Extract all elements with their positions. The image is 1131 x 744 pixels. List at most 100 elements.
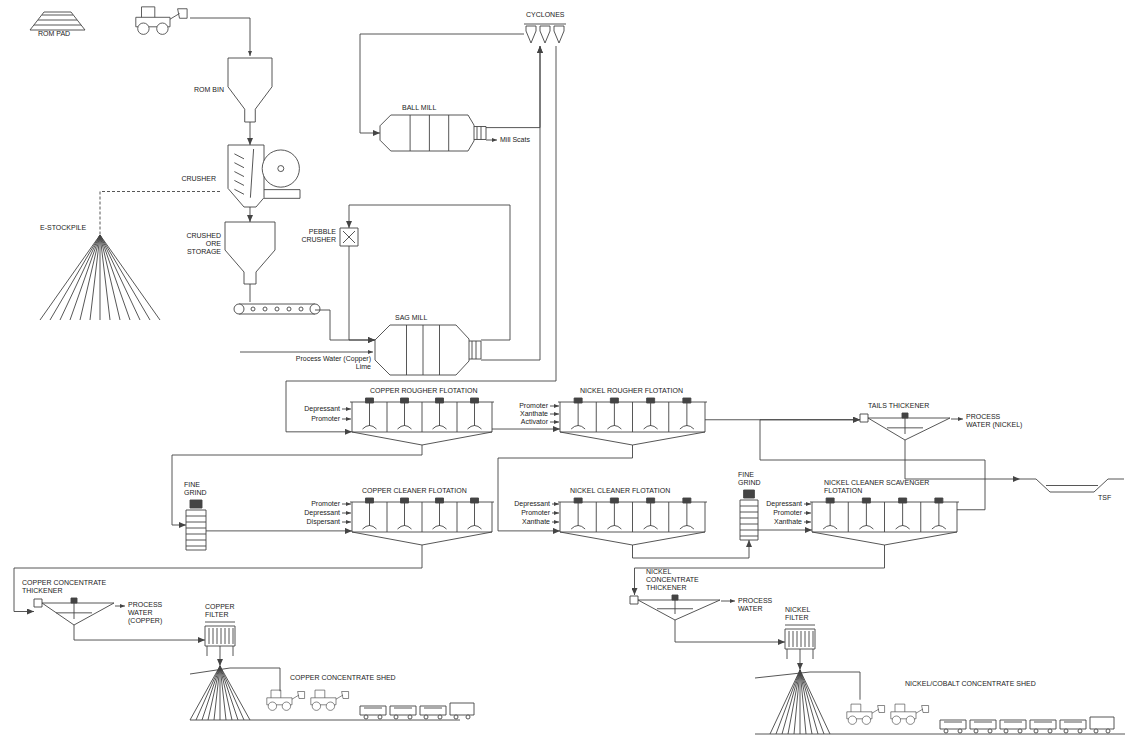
cell-shaft bbox=[439, 503, 440, 526]
wagon-body bbox=[1000, 720, 1026, 729]
thickener-tank bbox=[868, 418, 950, 440]
filter-leg bbox=[787, 649, 813, 659]
equipment-node: PEBBLE CRUSHER bbox=[340, 228, 358, 246]
equipment-label: NICKEL ROUGHER FLOTATION bbox=[580, 387, 683, 395]
cell-impeller bbox=[680, 526, 694, 530]
stream-label: Depressant bbox=[304, 405, 340, 413]
cell-impeller bbox=[363, 426, 377, 430]
flow-line bbox=[219, 656, 220, 666]
equipment-label: E-STOCKPILE bbox=[40, 224, 86, 232]
feed-well bbox=[630, 596, 638, 604]
reagent-arrow bbox=[342, 504, 351, 505]
equipment-node: NICKEL CLEANER FLOTATION bbox=[560, 498, 705, 545]
cell-shaft bbox=[404, 403, 405, 426]
pad-outline bbox=[30, 12, 85, 30]
grind-stage bbox=[186, 528, 206, 529]
stockpile-line bbox=[220, 666, 232, 720]
flow-line bbox=[320, 310, 375, 340]
equipment-label: BALL MILL bbox=[402, 104, 436, 112]
thickener-rake bbox=[887, 418, 923, 434]
cell-motor bbox=[610, 398, 618, 403]
stream-label: Promoter bbox=[773, 509, 802, 517]
pebble-crusher-box bbox=[340, 228, 358, 246]
stream-label: PROCESS WATER bbox=[738, 597, 778, 613]
locomotive-body bbox=[1090, 717, 1114, 729]
equipment-label: TSF bbox=[1098, 494, 1111, 502]
pebble-symbol bbox=[340, 228, 358, 246]
filter-plate bbox=[221, 628, 222, 644]
grind-motor bbox=[190, 500, 202, 508]
loader-wheel bbox=[268, 702, 276, 710]
stream-label: Depressant bbox=[304, 509, 340, 517]
wagon-rib bbox=[1004, 722, 1022, 723]
filter-plate bbox=[813, 631, 814, 647]
reagent-arrow bbox=[550, 406, 559, 407]
loader-wheel bbox=[892, 716, 900, 724]
stream-label: Lime bbox=[356, 363, 371, 371]
reagent-arrow bbox=[552, 513, 559, 514]
loader-bucket bbox=[922, 706, 929, 713]
reagent-arrow bbox=[951, 419, 963, 420]
cell-motor bbox=[683, 498, 691, 503]
hopper-outline bbox=[228, 58, 272, 122]
cell-impeller bbox=[859, 526, 873, 530]
cell-motor bbox=[826, 498, 834, 503]
cell-motor bbox=[471, 498, 479, 503]
equipment-label: COPPER CLEANER FLOTATION bbox=[362, 487, 467, 495]
cell-wall bbox=[596, 402, 597, 432]
wagon-wheel bbox=[1034, 729, 1038, 733]
wagon-body bbox=[970, 720, 996, 729]
wagon-wheel bbox=[454, 715, 458, 719]
grind-stage bbox=[186, 522, 206, 523]
reagent-arrow bbox=[804, 513, 811, 514]
cell-wall bbox=[920, 502, 921, 532]
cell-impeller bbox=[644, 526, 658, 530]
reagent-arrow bbox=[342, 419, 351, 420]
cell-motor bbox=[471, 398, 479, 403]
equipment-label: COPPER CONCENTRATE SHED bbox=[290, 674, 396, 682]
cell-shaft bbox=[830, 503, 831, 526]
stockpile-line bbox=[100, 235, 150, 320]
flow-line bbox=[206, 530, 352, 531]
grind-symbol bbox=[186, 500, 206, 550]
wagon-wheel bbox=[1078, 729, 1082, 733]
loader-cab bbox=[315, 690, 325, 698]
reagent-arrow bbox=[342, 409, 351, 410]
jaw-plate bbox=[234, 180, 244, 185]
equipment-node: NICKEL CLEANER SCAVENGER FLOTATION bbox=[812, 498, 957, 545]
equipment-label: COPPER FILTER bbox=[205, 603, 235, 619]
tsf-pit bbox=[1020, 479, 1124, 492]
conveyor-roller bbox=[275, 307, 279, 311]
wagon-wheel bbox=[1064, 729, 1068, 733]
thickener-tank bbox=[42, 603, 114, 625]
thickener-drive bbox=[71, 598, 77, 603]
loader-symbol bbox=[136, 7, 187, 35]
cyclone-symbol bbox=[524, 22, 566, 46]
stockpile-line bbox=[214, 666, 220, 720]
stockpile-line bbox=[770, 670, 800, 734]
wagon-wheel bbox=[988, 729, 992, 733]
cell-shaft bbox=[369, 403, 370, 426]
stream-label: Promoter bbox=[521, 509, 550, 517]
grind-stage bbox=[740, 524, 758, 525]
stream-label: Xanthate bbox=[774, 518, 802, 526]
cell-impeller bbox=[607, 426, 621, 430]
cell-impeller bbox=[680, 426, 694, 430]
cyclone-manifold bbox=[524, 24, 566, 25]
reagent-arrow bbox=[721, 601, 735, 602]
filter-plate bbox=[809, 631, 810, 647]
loader-wheel bbox=[138, 23, 149, 34]
mill-drum bbox=[380, 115, 474, 151]
loader-bucket bbox=[878, 706, 885, 713]
wagon-body bbox=[940, 720, 966, 729]
thickener-drive bbox=[902, 413, 908, 418]
mill-band bbox=[439, 325, 440, 375]
stream-label: Dispersant bbox=[307, 518, 340, 526]
stockpile-line bbox=[40, 235, 100, 320]
conveyor-roller bbox=[299, 307, 303, 311]
grind-stage bbox=[186, 516, 206, 517]
shed-symbol bbox=[755, 670, 1125, 736]
loader-symbol bbox=[891, 704, 929, 724]
equipment-node: CRUSHER bbox=[220, 145, 300, 207]
filter-plate bbox=[789, 631, 790, 647]
